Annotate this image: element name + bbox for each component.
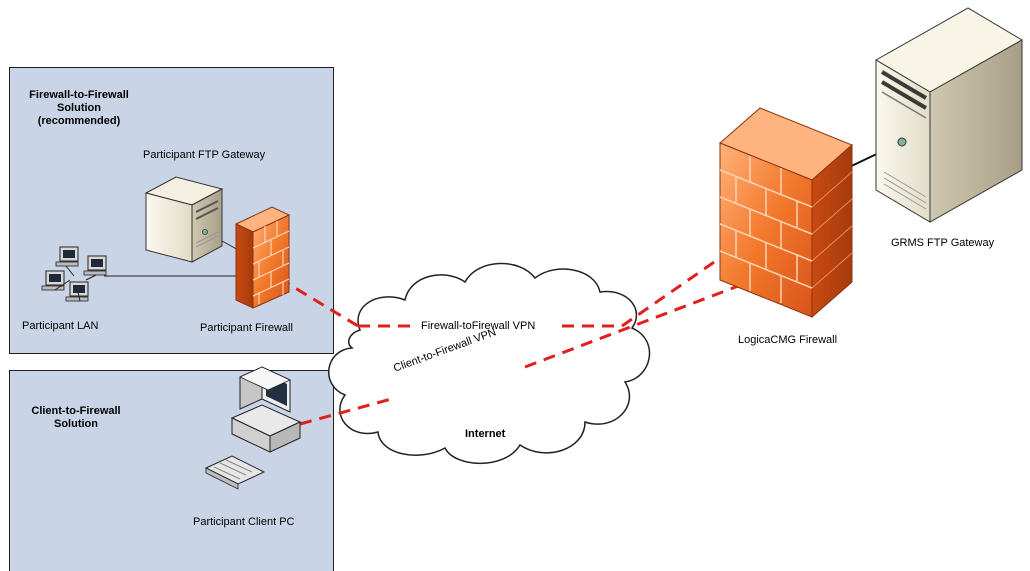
grms-server-icon <box>875 7 1023 223</box>
participant-server-icon <box>144 176 224 263</box>
ftf-title-line-1: Firewall-to-Firewall <box>29 89 129 101</box>
logicacmg-firewall-label: LogicaCMG Firewall <box>738 334 838 346</box>
ftf-panel-title: Firewall-to-Firewall Solution (recommend… <box>24 89 134 128</box>
participant-firewall-icon <box>234 206 291 309</box>
participant-firewall-label: Participant Firewall <box>200 322 293 334</box>
logicacmg-firewall-icon <box>719 107 853 319</box>
client-pc-icon <box>204 366 302 490</box>
internet-label: Internet <box>465 428 506 440</box>
ctf-panel-title: Client-to-Firewall Solution <box>21 405 131 431</box>
vpn-ftf-label: Firewall-toFirewall VPN <box>421 320 536 332</box>
grms-gateway-label: GRMS FTP Gateway <box>891 237 995 249</box>
ctf-title-line-2: Solution <box>54 418 98 430</box>
ctf-title-line-1: Client-to-Firewall <box>31 405 121 417</box>
client-pc-label: Participant Client PC <box>193 516 295 528</box>
participant-lan-label: Participant LAN <box>22 320 99 332</box>
ftf-title-line-2: Solution <box>57 102 101 114</box>
participant-lan-icon <box>41 246 107 302</box>
vpn-ctf-line-left <box>299 396 396 426</box>
ftf-title-line-3: (recommended) <box>37 115 121 127</box>
participant-gateway-label: Participant FTP Gateway <box>143 149 266 161</box>
vpn-ctf-line-right <box>524 275 763 369</box>
internet-cloud <box>328 262 651 465</box>
